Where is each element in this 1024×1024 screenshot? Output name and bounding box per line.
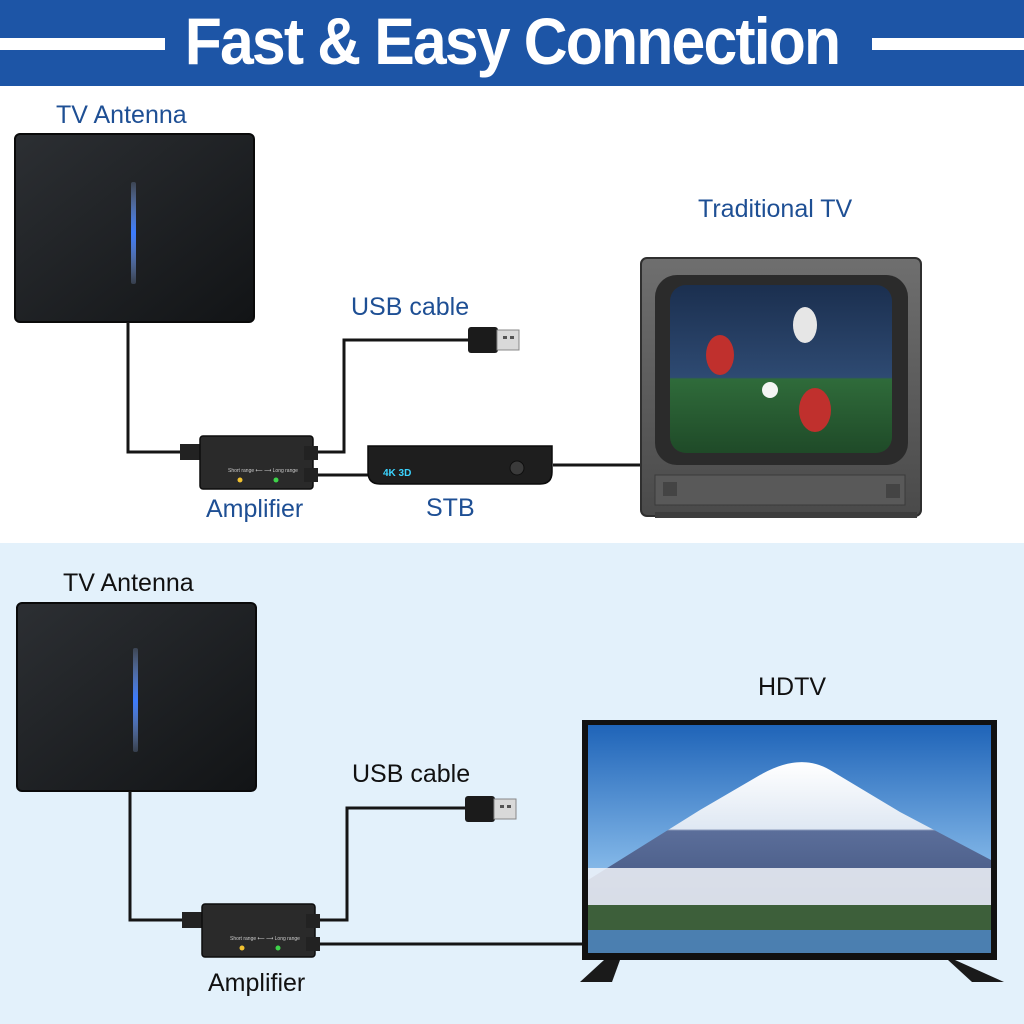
usb-cable-bottom: [315, 806, 466, 922]
stb-badge-text: 4K 3D: [383, 468, 411, 479]
stb-label: STB: [426, 494, 475, 522]
traditional-tv-label: Traditional TV: [698, 195, 853, 223]
banner-left-rule: [0, 38, 165, 50]
hdtv-label: HDTV: [758, 673, 827, 701]
amplifier-label-top: Amplifier: [206, 495, 304, 523]
amplifier-label-bottom: Amplifier: [208, 969, 306, 997]
tv-antenna-top: [14, 133, 255, 323]
hdtv: [580, 720, 1004, 982]
amplifier-range-text-bottom: Short range ⟵ ⟶ Long range: [230, 936, 300, 942]
top-setup: Short range ⟵ ⟶ Long range 4K 3D: [14, 133, 922, 518]
antenna-label-bottom: TV Antenna: [63, 569, 194, 597]
amplifier-range-text-top: Short range ⟵ ⟶ Long range: [228, 468, 298, 474]
traditional-tv: [640, 257, 922, 518]
header-banner: Fast & Easy Connection: [0, 0, 1024, 86]
usb-plug-icon: [465, 796, 517, 822]
antenna-label-top: TV Antenna: [56, 101, 187, 129]
usb-plug-icon: [468, 327, 520, 353]
stb-device: 4K 3D: [367, 445, 553, 485]
bottom-setup: Short range ⟵ ⟶ Long range: [16, 602, 1004, 982]
amplifier-device-top: [180, 435, 318, 490]
antenna-cable-bottom: [128, 791, 182, 922]
banner-right-rule: [872, 38, 1024, 50]
usb-label-top: USB cable: [351, 293, 470, 321]
usb-label-bottom: USB cable: [352, 760, 471, 788]
antenna-cable-top: [126, 322, 180, 454]
usb-cable-top: [313, 338, 470, 454]
page-title: Fast & Easy Connection: [184, 4, 841, 78]
amplifier-device-bottom: [182, 903, 320, 958]
tv-antenna-bottom: [16, 602, 257, 792]
